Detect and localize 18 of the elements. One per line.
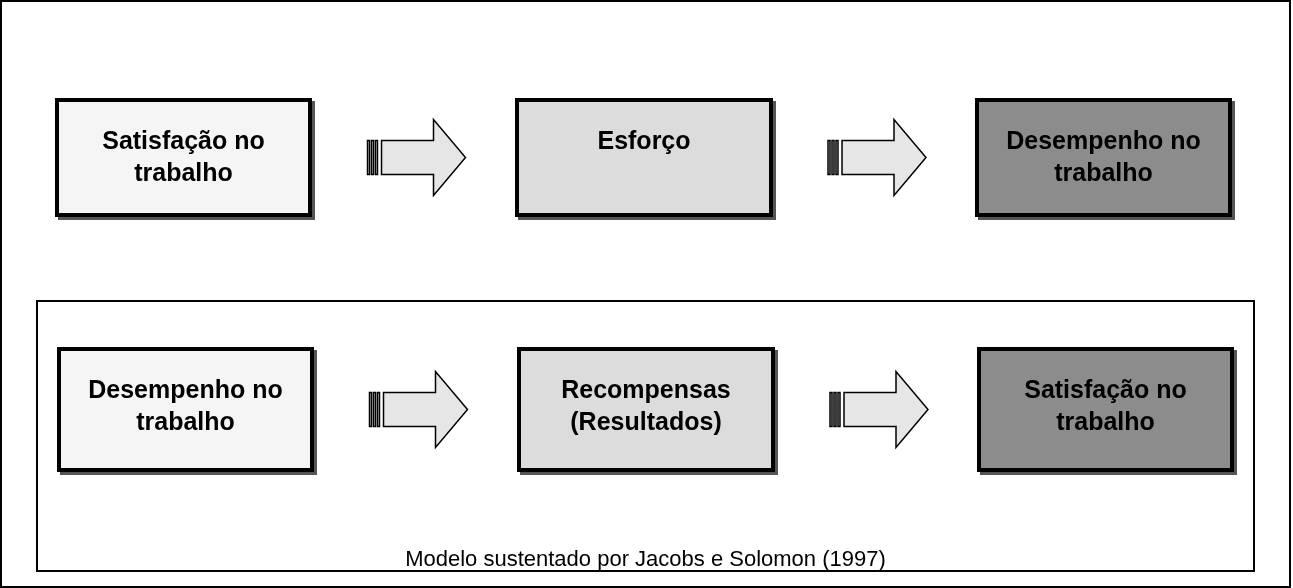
process-box — [517, 347, 775, 472]
box-label: Esforço — [597, 125, 691, 156]
process-box — [57, 347, 314, 472]
box-label: Recompensas (Resultados) — [560, 374, 732, 437]
box-label: Desempenho no trabalho — [87, 374, 284, 437]
group-frame — [36, 300, 1255, 572]
box-label: Satisfação no trabalho — [1023, 374, 1188, 437]
process-box — [515, 98, 773, 217]
block-arrow — [366, 117, 467, 198]
box-label: Desempenho no trabalho — [1005, 125, 1202, 188]
block-arrow — [829, 369, 929, 450]
process-box — [975, 98, 1232, 217]
process-box — [55, 98, 312, 217]
box-label: Satisfação no trabalho — [101, 125, 266, 188]
block-arrow — [827, 117, 927, 198]
process-box — [977, 347, 1234, 472]
block-arrow — [368, 369, 469, 450]
frame-label: Modelo sustentado por Jacobs e Solomon (1997) — [404, 545, 887, 573]
